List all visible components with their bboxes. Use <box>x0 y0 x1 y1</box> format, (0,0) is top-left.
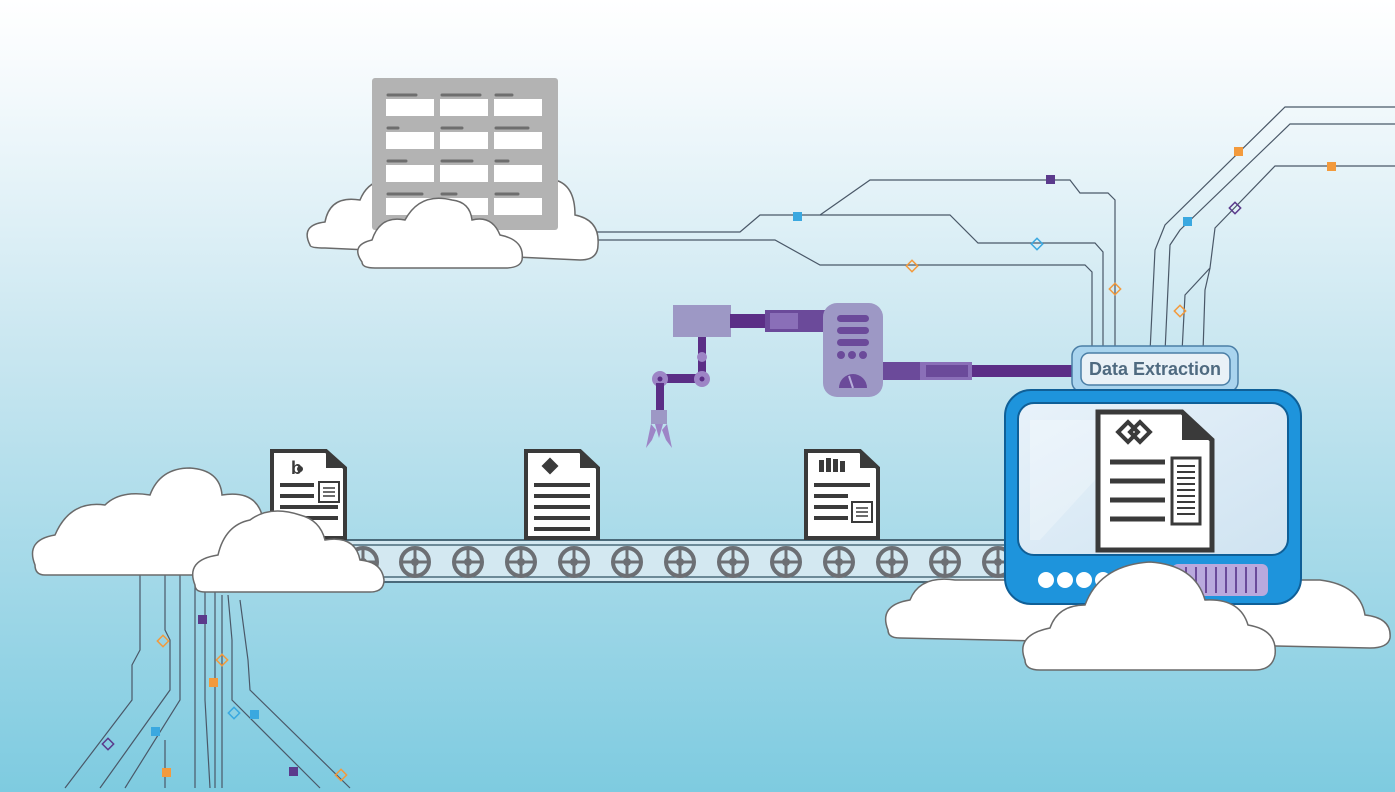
diamond-marker <box>334 768 348 782</box>
diamond-marker <box>1173 304 1187 318</box>
diamond-marker <box>905 259 919 273</box>
square-marker <box>250 710 259 719</box>
square-marker <box>151 727 160 736</box>
square-marker <box>1234 147 1243 156</box>
diamond-marker <box>101 737 115 751</box>
diamond-marker <box>1030 237 1044 251</box>
diamond-marker <box>1228 201 1242 215</box>
square-marker <box>198 615 207 624</box>
diamond-marker <box>215 653 229 667</box>
square-marker <box>162 768 171 777</box>
cloud-icon <box>191 510 385 593</box>
document-icon <box>524 449 600 540</box>
cloud-icon <box>1022 561 1276 671</box>
data-extraction-label: Data Extraction <box>1089 359 1221 379</box>
square-marker <box>793 212 802 221</box>
document-icon <box>804 449 880 540</box>
square-marker <box>1183 217 1192 226</box>
data-extraction-label-box <box>1080 352 1231 386</box>
top-circuit-lines <box>590 106 1395 353</box>
diamond-marker <box>156 634 170 648</box>
conveyor-rollers <box>347 546 1014 578</box>
square-marker <box>1046 175 1055 184</box>
square-marker <box>289 767 298 776</box>
svg-text:b: b <box>291 458 302 478</box>
spreadsheet-icon <box>372 78 558 230</box>
conveyor-belt-icon <box>344 539 1016 583</box>
control-panel-icon <box>823 303 1076 397</box>
top-circuit-markers <box>793 147 1336 318</box>
cloud-icon <box>357 197 524 269</box>
diamond-marker <box>227 706 241 720</box>
diamond-marker <box>1108 282 1122 296</box>
square-marker <box>1327 162 1336 171</box>
bottom-circuit-lines <box>64 570 351 789</box>
robotic-arm-icon <box>646 305 825 448</box>
bottom-circuit-markers <box>101 615 348 782</box>
square-marker <box>209 678 218 687</box>
document-icon <box>1095 409 1215 553</box>
monitor-icon <box>1004 345 1302 605</box>
